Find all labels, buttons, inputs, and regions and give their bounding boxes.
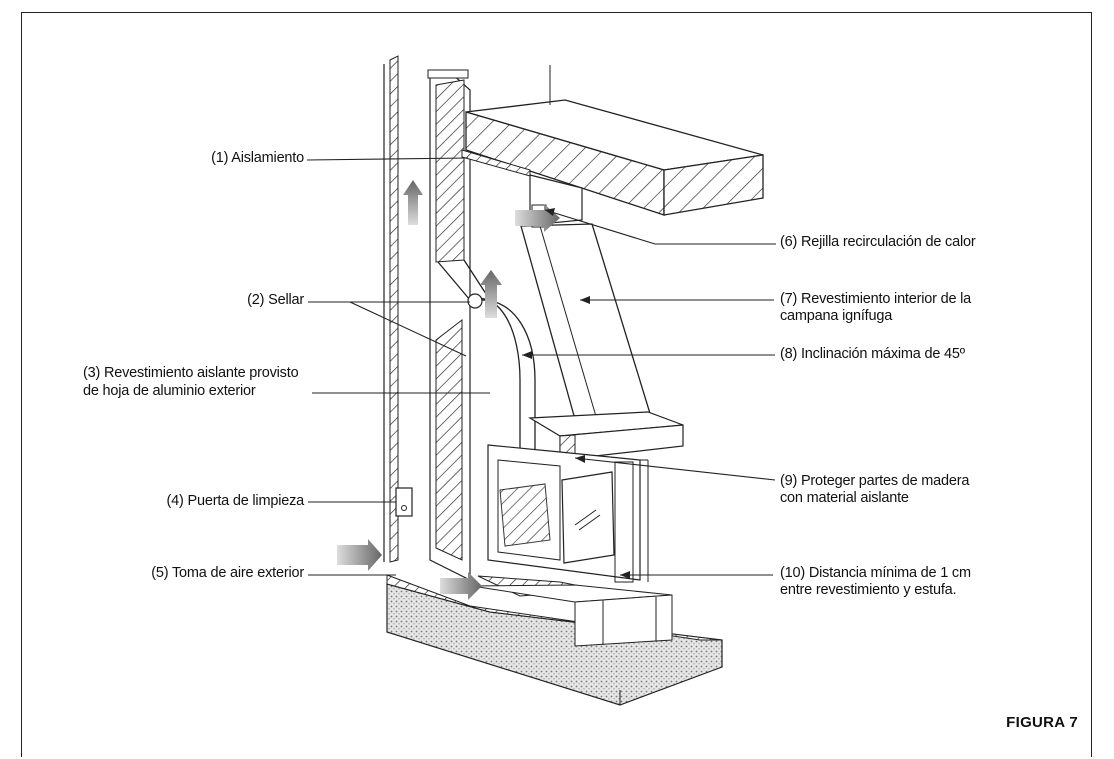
callout-7-line2: campana ignífuga	[780, 308, 893, 324]
callout-7-line1: (7) Revestimiento interior de la	[780, 291, 972, 307]
ceiling-slab	[465, 65, 764, 216]
callout-6-heat-grille: (6) Rejilla recirculación de calor	[780, 234, 976, 250]
callout-1-insulation: (1) Aislamiento	[211, 150, 304, 166]
callout-5-air-intake: (5) Toma de aire exterior	[151, 565, 304, 581]
figure-label: FIGURA 7	[1006, 714, 1078, 731]
leader-lines	[306, 157, 776, 576]
callout-4-cleaning-door: (4) Puerta de limpieza	[166, 493, 305, 509]
callout-3-line1: (3) Revestimiento aislante provisto	[83, 365, 299, 381]
stove	[477, 444, 649, 597]
callout-9-line1: (9) Proteger partes de madera	[780, 473, 970, 489]
mantel	[528, 411, 684, 461]
callout-10-line1: (10) Distancia mínima de 1 cm	[780, 565, 971, 581]
callout-9-line2: con material aislante	[780, 490, 909, 506]
figure-frame	[21, 12, 1092, 757]
cleaning-door	[395, 487, 413, 517]
leader-arrowheads	[522, 208, 630, 579]
base-platform	[471, 584, 673, 647]
chimney-wall	[427, 69, 471, 581]
callout-2-seal: (2) Sellar	[247, 292, 304, 308]
callout-3-line2: de hoja de aluminio exterior	[83, 383, 256, 399]
exterior-wall	[383, 55, 413, 563]
callout-8-max-inclination: (8) Inclinación máxima de 45º	[780, 346, 965, 362]
callout-10-line2: entre revestimiento y estufa.	[780, 582, 957, 598]
